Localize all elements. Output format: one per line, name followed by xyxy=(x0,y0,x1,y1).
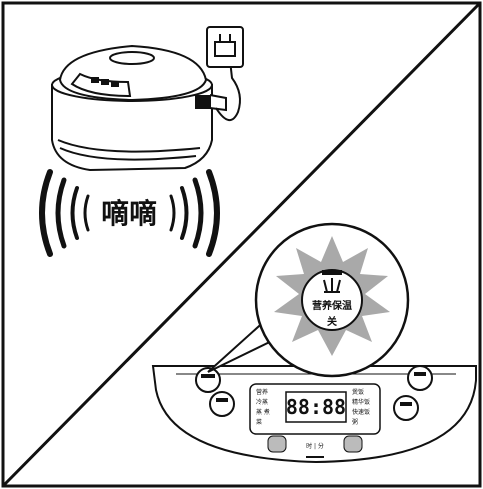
menu-button[interactable] xyxy=(209,391,235,417)
cooker-base-line xyxy=(59,147,197,161)
cooker-handle xyxy=(209,94,227,112)
preset-button[interactable] xyxy=(343,435,363,453)
sound-wave-icon xyxy=(206,169,220,257)
mode-label-right: 粥 xyxy=(352,418,358,426)
cooker-button xyxy=(111,81,119,87)
lcd-digits: 88:88 xyxy=(286,395,346,419)
wall-socket xyxy=(206,26,244,68)
callout-zoom: 营养保温 关 xyxy=(207,222,410,378)
start-button-icon xyxy=(414,372,426,376)
indicator-light-icon xyxy=(322,270,342,275)
cooker-button xyxy=(91,77,99,83)
mode-label-left: 菜 xyxy=(256,418,262,426)
sound-wave-icon xyxy=(192,177,204,249)
sound-wave-icon xyxy=(169,194,176,232)
sound-wave-icon xyxy=(70,186,79,240)
cooker-steam-vent xyxy=(109,51,155,65)
mode-label-left: 蒸 煮 xyxy=(256,408,270,416)
beep-sound-text: 嘀嘀 xyxy=(101,197,157,230)
mode-label-right: 煲饭 xyxy=(352,388,364,396)
sound-waves-left xyxy=(39,169,90,257)
sound-wave-icon xyxy=(180,186,189,240)
cooker-button xyxy=(101,79,109,85)
sound-wave-icon xyxy=(55,177,67,249)
keep-warm-button-icon xyxy=(201,374,215,378)
sound-wave-icon xyxy=(83,194,90,232)
mode-label-right: 快速饭 xyxy=(352,408,370,416)
control-panel: 88:88 营养 冷蒸 蒸 煮 菜 煲饭 精华饭 快速饭 粥 时 | 分 xyxy=(151,365,477,464)
timer-button[interactable] xyxy=(267,435,287,453)
steam-bowl-icon xyxy=(323,278,341,293)
sound-waves-right xyxy=(169,169,220,257)
zoomed-button-label: 营养保温 xyxy=(312,299,352,312)
sound-wave-icon xyxy=(39,169,53,257)
panel-slot xyxy=(306,456,324,458)
plug-body xyxy=(214,41,236,57)
cooker-base-line xyxy=(57,139,201,153)
start-button[interactable] xyxy=(407,365,433,391)
rice-cooker xyxy=(51,44,241,172)
time-adjust-labels: 时 | 分 xyxy=(306,442,324,450)
cancel-button[interactable] xyxy=(393,395,419,421)
cancel-button-icon xyxy=(400,402,412,406)
mode-label-left: 营养 xyxy=(256,388,268,396)
mode-label-left: 冷蒸 xyxy=(256,398,268,406)
menu-button-icon xyxy=(216,398,228,402)
lcd-screen xyxy=(285,391,347,423)
cooker-cord-socket xyxy=(195,95,211,109)
power-cord xyxy=(215,59,241,121)
zoomed-button-sublabel: 关 xyxy=(327,315,337,328)
mode-label-right: 精华饭 xyxy=(352,398,370,406)
